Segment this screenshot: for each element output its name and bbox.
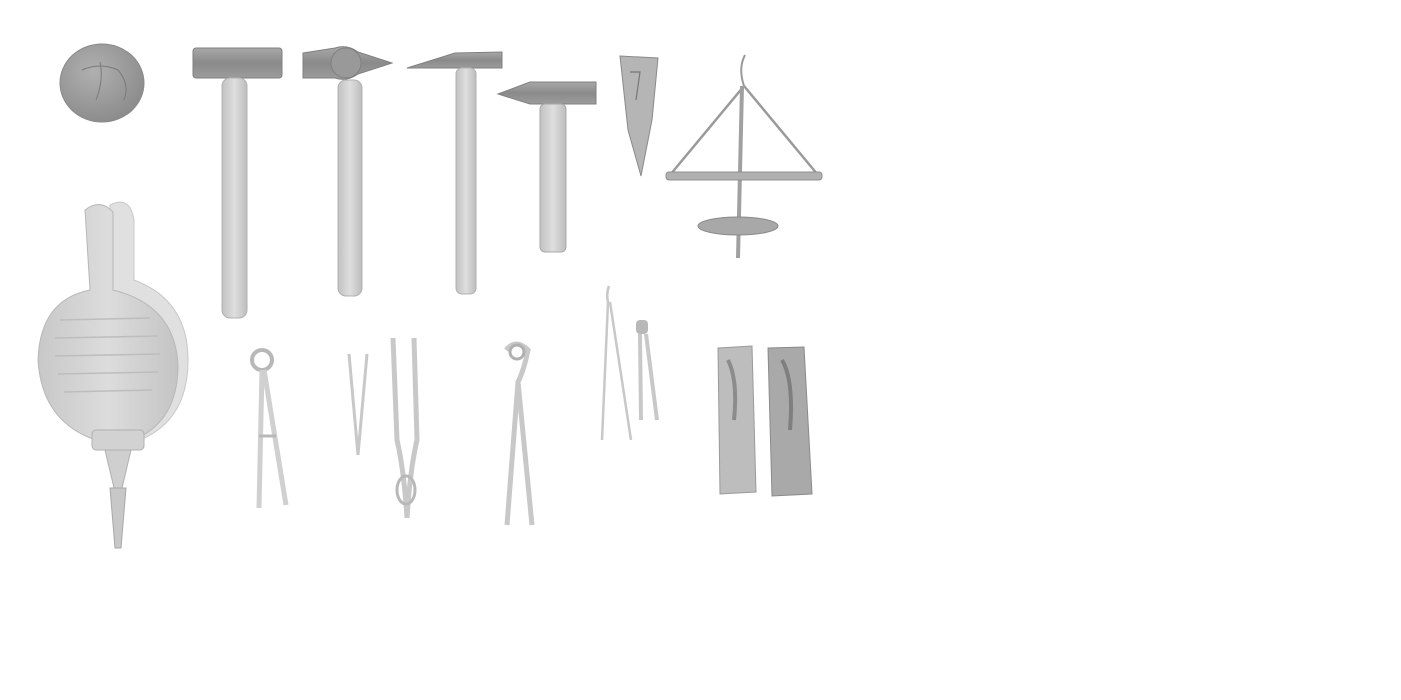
hand-bellows bbox=[37, 201, 189, 549]
fork-tongs bbox=[390, 337, 420, 519]
chisel-wedge bbox=[619, 55, 659, 177]
round-anvil-stone bbox=[59, 43, 145, 123]
short-tongs bbox=[636, 320, 659, 421]
sledge-hammer bbox=[192, 47, 283, 319]
balance-scale bbox=[665, 54, 823, 259]
ball-peen-hammer bbox=[302, 46, 394, 297]
small-tweezers bbox=[347, 353, 369, 456]
punch-block-right bbox=[767, 346, 813, 497]
punch-block-left bbox=[717, 345, 757, 495]
compass-dividers bbox=[250, 348, 289, 509]
small-hammer bbox=[496, 81, 597, 253]
cross-peen-hammer bbox=[406, 51, 503, 295]
nippers-pliers bbox=[504, 341, 535, 526]
long-tongs bbox=[600, 285, 633, 441]
